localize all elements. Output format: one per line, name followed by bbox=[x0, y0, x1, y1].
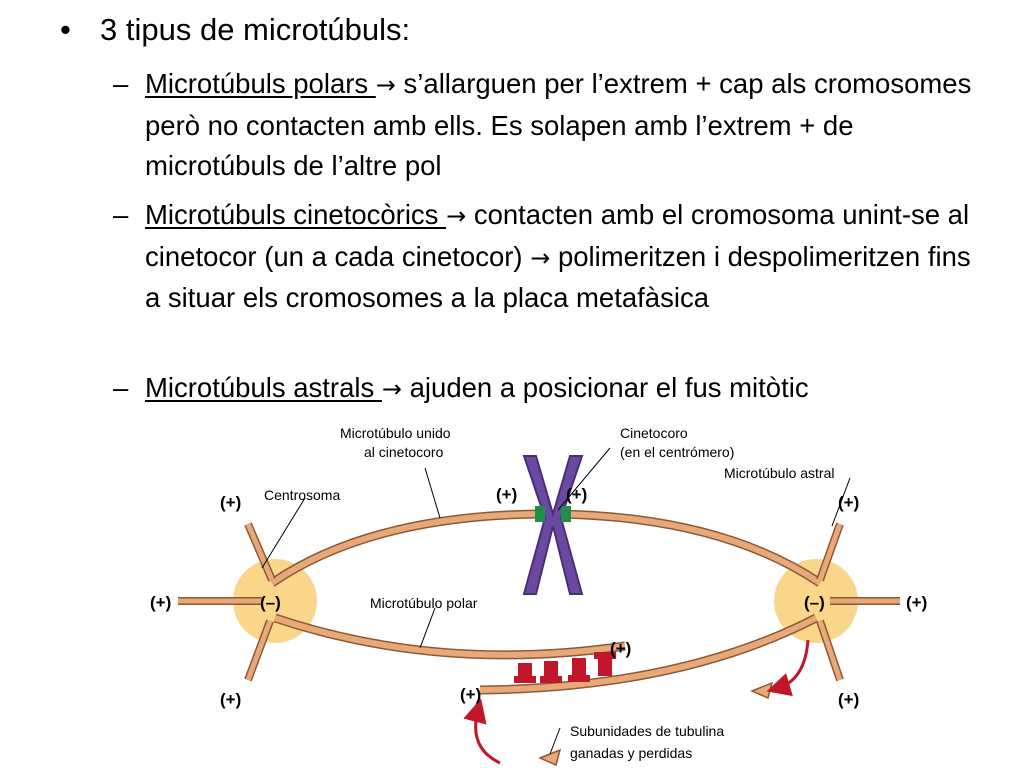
label-subunits-2: ganadas y perdidas bbox=[570, 745, 692, 761]
label-kinetochore-mt-1: Microtúbulo unido bbox=[340, 425, 451, 441]
dash-marker: – bbox=[113, 68, 129, 99]
dash-marker: – bbox=[113, 372, 129, 403]
label-centrosome: Centrosoma bbox=[264, 487, 340, 503]
dash-marker: – bbox=[113, 199, 129, 230]
label-kinetochore-2: (en el centrómero) bbox=[620, 444, 734, 460]
right-arrow-icon: → bbox=[381, 375, 402, 403]
plus-marker: (+) bbox=[566, 485, 587, 504]
mitotic-spindle-diagram: Microtúbulo unido al cinetocoro Cinetoco… bbox=[150, 425, 927, 767]
minus-marker: (–) bbox=[260, 593, 281, 612]
right-arrow-icon: → bbox=[530, 243, 551, 272]
leader-lines bbox=[261, 447, 851, 755]
minus-marker: (–) bbox=[804, 593, 825, 612]
desc-polar: s’allarguen per l’extrem + cap als cromo… bbox=[145, 68, 972, 181]
plus-marker: (+) bbox=[150, 593, 171, 612]
plus-marker: (+) bbox=[496, 485, 517, 504]
motor-proteins bbox=[514, 652, 616, 683]
plus-marker: (+) bbox=[906, 593, 927, 612]
plus-marker: (+) bbox=[610, 639, 631, 658]
kinetochore-microtubule-right bbox=[553, 509, 823, 587]
desc-kinetochore-1: contacten amb el cromosoma unint-se al c… bbox=[145, 199, 970, 272]
label-astral: Microtúbulo astral bbox=[724, 465, 835, 481]
kinetochore-left bbox=[535, 506, 545, 522]
label-kinetochore-1: Cinetocoro bbox=[620, 425, 688, 441]
label-subunits-1: Subunidades de tubulina bbox=[570, 723, 724, 739]
depolymerization-arrow bbox=[766, 639, 810, 697]
polymerization-arrow bbox=[463, 698, 501, 765]
plus-marker: (+) bbox=[838, 690, 859, 709]
label-kinetochore-mt-2: al cinetocoro bbox=[364, 444, 444, 460]
polarity-markers: (+) (+) (+) (–) (+) (+) (+) (–) (+) (+) … bbox=[150, 485, 927, 709]
plus-marker: (+) bbox=[220, 690, 241, 709]
right-arrow-icon: → bbox=[375, 71, 396, 99]
chromosome bbox=[522, 455, 584, 595]
kinetochore-microtubule-left bbox=[269, 509, 539, 587]
label-polar: Microtúbulo polar bbox=[370, 595, 478, 611]
desc-astral: ajuden a posicionar el fus mitòtic bbox=[402, 372, 809, 403]
right-centrosome bbox=[774, 559, 858, 643]
bullet-marker: • bbox=[60, 12, 71, 47]
plus-marker: (+) bbox=[220, 493, 241, 512]
plus-marker: (+) bbox=[838, 493, 859, 512]
slide-title: 3 tipus de microtúbuls: bbox=[100, 12, 411, 47]
term-polar: Microtúbuls polars bbox=[145, 68, 376, 99]
kinetochore-right bbox=[561, 506, 571, 522]
right-arrow-icon: → bbox=[446, 202, 467, 230]
term-astral: Microtúbuls astrals bbox=[145, 372, 382, 403]
plus-marker: (+) bbox=[460, 685, 481, 704]
desc-kinetochore-2: polimeritzen i despolimeritzen fins a si… bbox=[145, 240, 971, 314]
term-kinetochore: Microtúbuls cinetocòrics bbox=[145, 199, 447, 230]
